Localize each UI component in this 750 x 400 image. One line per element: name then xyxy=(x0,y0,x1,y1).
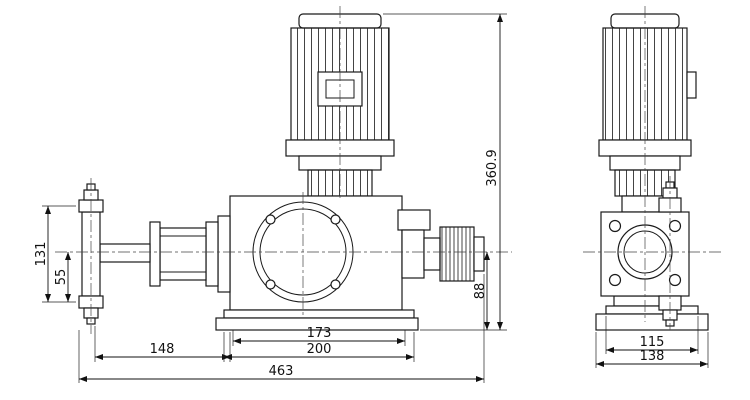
dim-valve-offset: 55 xyxy=(54,269,69,286)
bolt-hole xyxy=(608,273,622,287)
dim-total-length: 463 xyxy=(269,364,294,379)
motor-terminal-side xyxy=(686,71,697,99)
dim-total-height: 360.9 xyxy=(485,149,500,186)
stroke-adjustment-front xyxy=(397,209,485,282)
side-view xyxy=(595,13,709,331)
dim-valve-span: 131 xyxy=(34,242,49,267)
base-front xyxy=(215,309,419,331)
bolt-hole xyxy=(608,219,622,233)
centerlines xyxy=(55,6,722,334)
dim-side-base-top-width: 115 xyxy=(640,335,665,350)
dim-side-base-bottom-width: 138 xyxy=(640,349,665,364)
liquid-end-valves-front xyxy=(78,183,104,325)
dim-base-width: 200 xyxy=(307,342,332,357)
bolt-hole xyxy=(668,273,682,287)
pump-head-front xyxy=(229,195,403,311)
dim-base-slot-spacing: 173 xyxy=(307,326,332,341)
plunger-rod xyxy=(99,243,151,263)
base-side xyxy=(595,295,709,331)
bolt-hole xyxy=(265,279,276,290)
adjustment-knob xyxy=(439,226,475,282)
bolt-hole xyxy=(330,214,341,225)
dimension-annotations: 360.9 131 55 88 173 148 200 463 xyxy=(34,13,709,383)
bolt-hole xyxy=(330,279,341,290)
plunger-assembly-front xyxy=(99,215,231,293)
dim-shaft-center-height: 88 xyxy=(473,283,488,300)
motor-side xyxy=(598,13,697,213)
front-view xyxy=(78,13,485,331)
dim-head-length: 148 xyxy=(150,342,175,357)
bolt-hole xyxy=(265,214,276,225)
bolt-hole xyxy=(668,219,682,233)
